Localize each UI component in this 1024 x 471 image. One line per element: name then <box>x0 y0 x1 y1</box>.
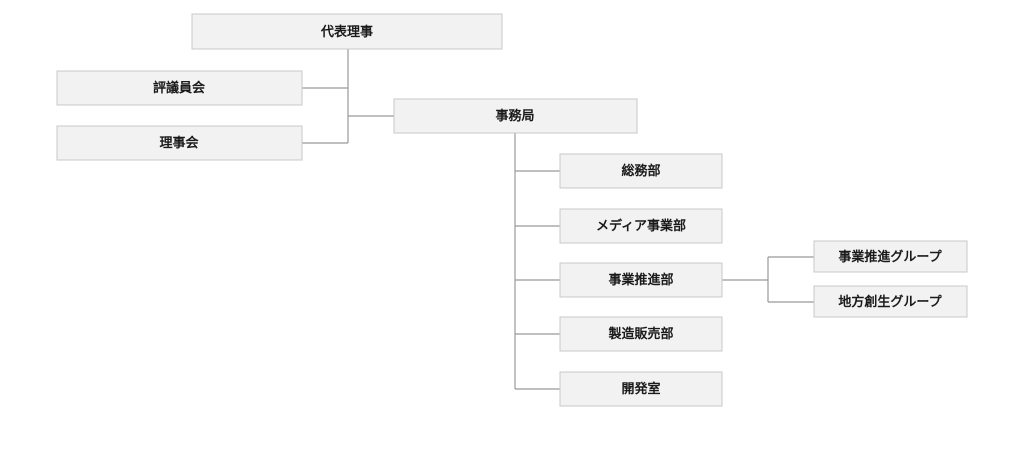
node-label: 理事会 <box>159 135 199 151</box>
node-representative-director: 代表理事 <box>191 13 503 50</box>
node-label: 総務部 <box>621 163 660 179</box>
node-box <box>393 98 638 134</box>
node-box <box>559 262 723 298</box>
node-box <box>191 13 503 50</box>
node-regional-revitalization-group: 地方創生グループ <box>813 285 968 318</box>
node-label: 地方創生グループ <box>838 294 942 310</box>
node-councilors: 評議員会 <box>56 70 303 106</box>
node-business-promotion-group: 事業推進グループ <box>813 240 968 273</box>
node-box <box>559 371 723 407</box>
node-development: 開発室 <box>559 371 723 407</box>
node-box <box>559 153 723 189</box>
node-box <box>56 125 303 161</box>
node-manufacturing-sales: 製造販売部 <box>559 316 723 352</box>
node-box <box>813 285 968 318</box>
node-box <box>56 70 303 106</box>
node-box <box>813 240 968 273</box>
node-label: 事務局 <box>495 108 534 124</box>
node-business-promotion: 事業推進部 <box>559 262 723 298</box>
node-box <box>559 208 723 244</box>
connector-lines <box>302 49 814 390</box>
node-label: メディア事業部 <box>596 218 686 234</box>
node-label: 代表理事 <box>320 24 373 40</box>
node-label: 事業推進グループ <box>838 249 942 265</box>
node-label: 製造販売部 <box>607 326 673 342</box>
node-label: 評議員会 <box>153 80 206 96</box>
node-label: 事業推進部 <box>608 272 673 288</box>
node-label: 開発室 <box>621 381 660 397</box>
node-box <box>559 316 723 352</box>
node-secretariat: 事務局 <box>393 98 638 134</box>
node-media-business: メディア事業部 <box>559 208 723 244</box>
node-general-affairs: 総務部 <box>559 153 723 189</box>
node-board: 理事会 <box>56 125 303 161</box>
